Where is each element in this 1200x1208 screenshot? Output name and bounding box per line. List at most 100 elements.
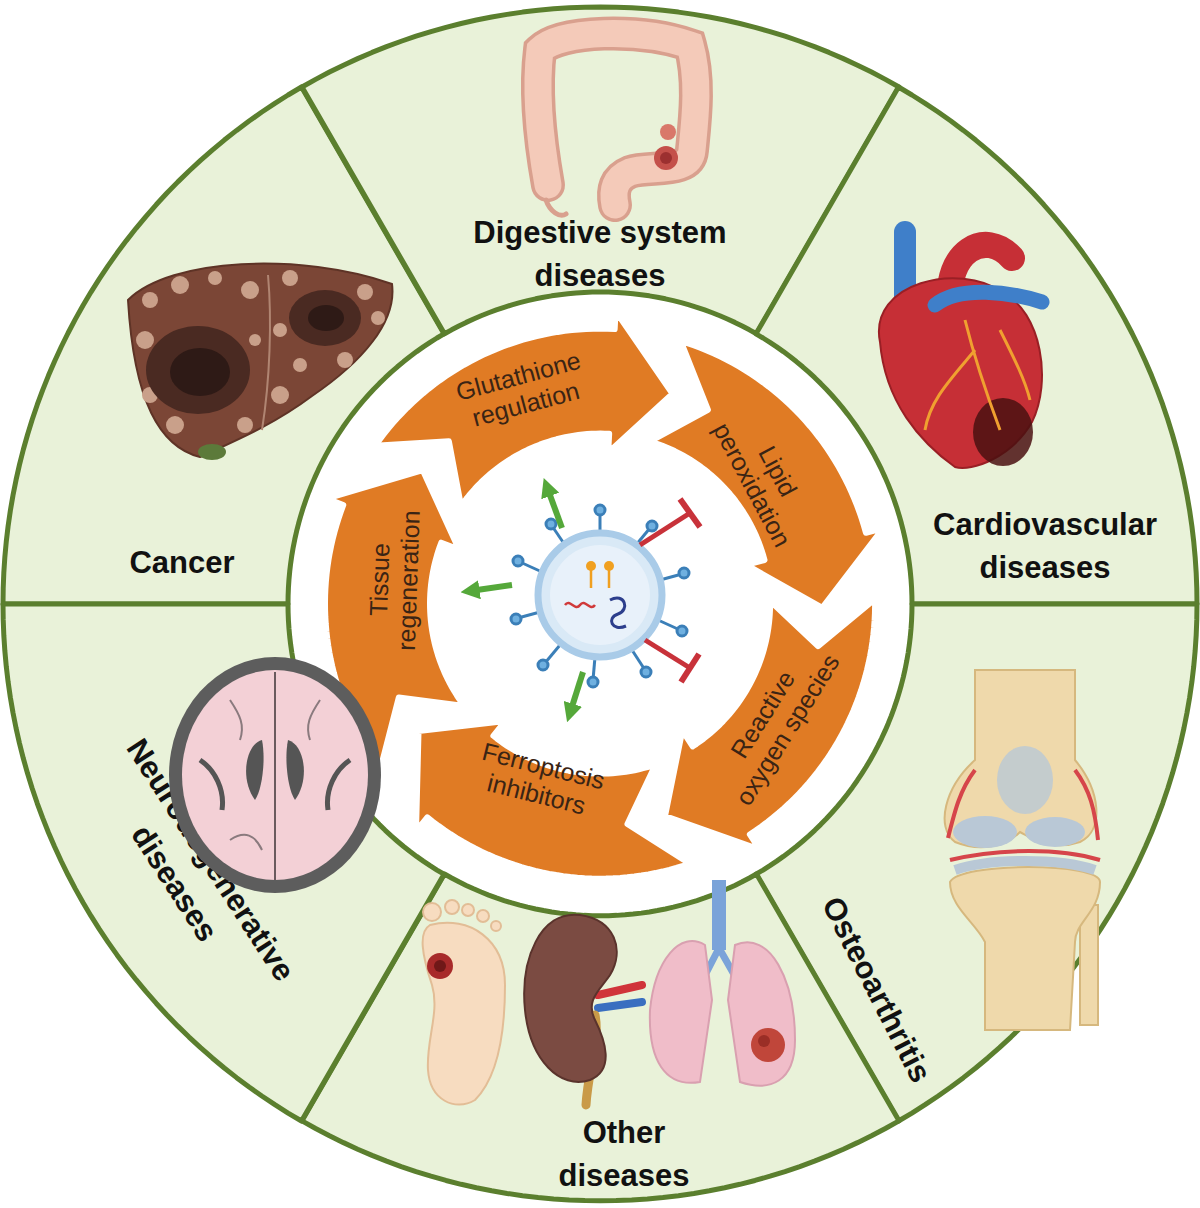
exosome-illustration [518,612,540,618]
arrow-shape [650,341,883,608]
promote-arrow [470,585,512,591]
foot-illustration [434,960,446,972]
foot-illustration [427,953,453,979]
knee-illustration [1080,905,1098,1025]
heart-illustration [1000,330,1030,400]
promote-arrow [570,672,583,713]
exosome-illustration [520,562,542,572]
liver-illustration [237,417,253,433]
knee-illustration [950,867,1100,1030]
lungs-illustration [712,880,726,950]
brain-illustration [169,657,381,893]
inhibit-bar [640,513,690,545]
foot-illustration [423,903,441,921]
lungs-illustration [751,1028,785,1062]
liver-illustration [142,387,158,403]
knee-illustration [945,670,1100,1030]
disease-label: Cardiovascular diseases [900,504,1190,590]
heart-illustration [973,398,1033,466]
liver-illustration [142,292,158,308]
kidney-illustration [524,915,642,1105]
colon-illustration [654,146,678,170]
exosome-illustration [591,570,609,588]
mechanism-label: Tissue regeneration [362,494,425,666]
knee-illustration [945,670,1097,847]
foot-illustration [462,904,474,916]
exosome-illustration [599,512,602,533]
knee-illustration [997,746,1053,814]
foot-illustration [423,923,505,1105]
liver-illustration [166,416,184,434]
heart-illustration [894,232,916,335]
promote-arrow [470,487,583,713]
exosome-illustration [593,657,595,680]
exosome-illustration [511,505,689,687]
lungs-illustration [758,1035,770,1047]
brain-illustration [182,670,368,880]
heart-illustration [965,320,1000,430]
liver-illustration [198,444,226,460]
heart-illustration [950,245,1012,305]
disease-label: Digestive system diseases [410,212,790,298]
knee-illustration [955,861,1095,870]
colon-illustration [538,34,696,205]
liver-illustration [146,326,250,414]
liver-illustration [249,334,261,346]
exosome-illustration [538,533,662,657]
brain-illustration [230,700,242,740]
brain-illustration [308,700,320,740]
mechanism-arrow: Ferroptosis inhibitors [412,717,694,883]
liver-illustration [282,270,298,286]
heart-illustration [935,292,1042,305]
exosome-illustration [565,603,595,607]
inhibit-bar [681,654,699,682]
colon-illustration [538,34,696,216]
exosome-illustration [586,561,596,571]
exosome-illustration [658,620,680,630]
liver-illustration [357,284,373,300]
exosome-illustration [647,521,657,531]
lungs-illustration [650,941,712,1083]
knee-illustration [953,816,1017,848]
exosome-illustration [545,645,560,663]
exosome-illustration [538,660,548,670]
mechanism-arrow: Reactive oxygen species [661,595,879,854]
exosome-illustration [550,545,650,645]
kidney-illustration [598,1002,642,1008]
liver-illustration [271,386,289,404]
colon-illustration [660,124,676,140]
heart-illustration [879,278,1042,468]
liver-illustration [128,264,392,457]
foot-illustration [477,910,489,922]
colon-illustration [660,152,672,164]
lungs-illustration [700,948,740,985]
foot-illustration [445,900,459,914]
liver-illustration [293,358,307,372]
inhibit-bar [645,640,690,668]
brain-illustration [169,657,381,893]
brain-illustration [200,760,223,810]
exosome-illustration [632,650,645,670]
liver-illustration [136,331,154,349]
exosome-illustration [552,526,565,545]
brain-illustration [286,740,304,800]
foot-illustration [491,921,501,931]
mechanism-arrow: Lipid peroxidation [646,337,887,612]
liver-illustration [128,264,392,460]
exosome-illustration [641,667,651,677]
foot-illustration [423,900,505,1105]
liver-illustration [208,271,222,285]
exosome-illustration [513,556,523,566]
brain-illustration [327,760,350,810]
inhibit-bar [680,499,700,527]
liver-illustration [170,348,230,396]
liver-illustration [273,323,287,337]
kidney-illustration [586,1015,596,1105]
liver-illustration [171,276,189,294]
inhibit-bar [640,499,700,682]
exosome-illustration [677,626,687,636]
brain-illustration [246,740,264,800]
disease-label: Other diseases [514,1112,734,1198]
exosome-illustration [588,677,598,687]
exosome-illustration [679,568,689,578]
